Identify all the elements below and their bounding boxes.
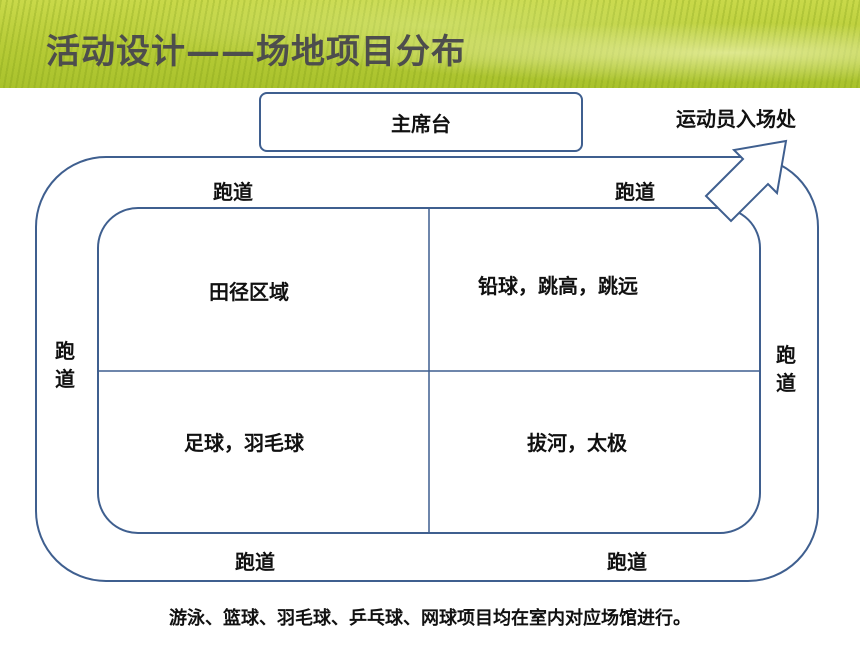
track-label-left: 跑道 [55,339,75,391]
header-banner: 活动设计——场地项目分布 [0,0,860,88]
footer-note: 游泳、篮球、羽毛球、乒乓球、网球项目均在室内对应场馆进行。 [169,608,691,629]
zone-football-badminton: 足球，羽毛球 [184,431,304,455]
outer-track [35,156,819,582]
track-label-right: 跑道 [776,343,796,395]
zone-athletics: 田径区域 [209,280,289,304]
track-label-top-right: 跑道 [615,180,655,204]
stage-label: 主席台 [391,111,451,136]
track-label-bottom-left: 跑道 [235,550,275,574]
track-label-top-left: 跑道 [213,180,253,204]
stage-box: 主席台 [259,92,583,152]
entrance-arrow [704,139,788,223]
zone-tug-taichi: 拔河，太极 [527,431,627,455]
page-title: 活动设计——场地项目分布 [46,32,466,72]
zone-field-events: 铅球，跳高，跳远 [478,274,638,298]
entrance-label: 运动员入场处 [676,107,796,131]
track-label-bottom-right: 跑道 [607,550,647,574]
